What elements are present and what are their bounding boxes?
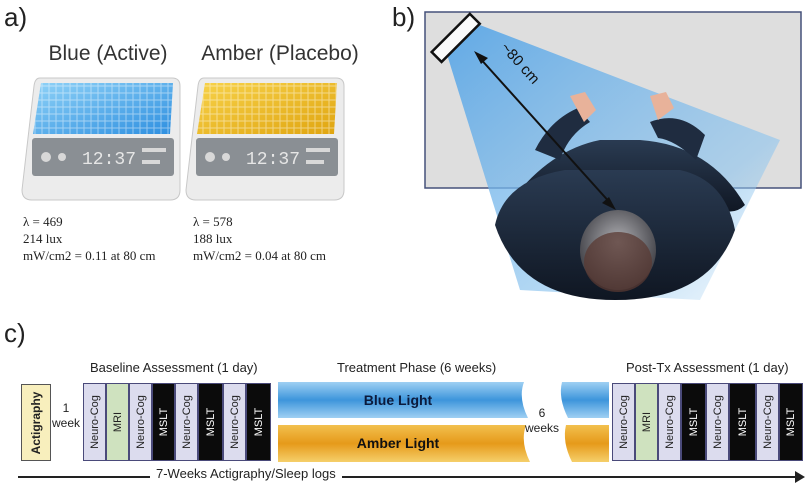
treatment-bars <box>278 382 609 462</box>
actigraphy-arrow-head <box>795 471 805 483</box>
baseline-mslt-2: MSLT <box>198 383 223 461</box>
baseline-neuro-cog-4: Neuro-Cog <box>223 383 246 461</box>
light-devices-illustration: 12:37 12:37 <box>21 77 345 201</box>
blue-light-bar: Blue Light <box>278 383 518 420</box>
amber-bar-right <box>564 425 609 462</box>
post-mri: MRI <box>635 383 658 461</box>
post-neuro-cog-2: Neuro-Cog <box>658 383 681 461</box>
amber-bar-left <box>278 425 530 462</box>
baseline-mri: MRI <box>106 383 129 461</box>
amber-wavelength: λ = 578 <box>193 214 233 229</box>
baseline-header: Baseline Assessment (1 day) <box>90 360 258 375</box>
one-week-unit: week <box>52 416 81 430</box>
amber-light-label: Amber Light <box>356 435 440 451</box>
actigraphy-box: Actigraphy <box>21 384 51 461</box>
blue-device-specs: λ = 469 214 lux mW/cm2 = 0.11 at 80 cm <box>23 213 156 264</box>
six-weeks-number: 6 <box>538 406 546 420</box>
blue-device-title: Blue (Active) <box>48 42 168 65</box>
six-weeks-unit: weeks <box>524 421 559 435</box>
actigraphy-footer-label: 7-Weeks Actigraphy/Sleep logs <box>150 466 342 481</box>
baseline-neuro-cog-3: Neuro-Cog <box>175 383 198 461</box>
room-setup-illustration: ~80 cm <box>424 11 802 300</box>
blue-bar-left <box>278 382 528 418</box>
post-mslt-1: MSLT <box>681 383 706 461</box>
baseline-neuro-cog-1: Neuro-Cog <box>83 383 106 461</box>
blue-device-clock: 12:37 <box>82 150 136 170</box>
amber-light-device: 12:37 <box>185 77 345 201</box>
post-mslt-3: MSLT <box>779 383 803 461</box>
one-week-gap: 1 week <box>52 401 80 431</box>
amber-device-clock: 12:37 <box>246 150 300 170</box>
light-fixture <box>429 12 482 64</box>
one-week-number: 1 <box>62 401 70 415</box>
post-neuro-cog-4: Neuro-Cog <box>756 383 779 461</box>
blue-light-device: 12:37 <box>21 77 181 201</box>
amber-device-title: Amber (Placebo) <box>201 42 359 65</box>
post-mslt-2: MSLT <box>729 383 756 461</box>
actigraphy-label: Actigraphy <box>29 391 43 454</box>
distance-arrow <box>477 55 613 206</box>
amber-lux: 188 lux <box>193 231 233 246</box>
panel-a-label: a) <box>4 2 28 32</box>
amber-irradiance: mW/cm2 = 0.04 at 80 cm <box>193 248 326 263</box>
post-neuro-cog-3: Neuro-Cog <box>706 383 729 461</box>
panel-c-label: c) <box>4 318 26 348</box>
blue-lux: 214 lux <box>23 231 63 246</box>
person <box>495 92 745 300</box>
baseline-mslt-3: MSLT <box>246 383 271 461</box>
actigraphy-arrow-line <box>18 476 802 478</box>
amber-device-specs: λ = 578 188 lux mW/cm2 = 0.04 at 80 cm <box>193 213 326 264</box>
baseline-neuro-cog-2: Neuro-Cog <box>129 383 152 461</box>
blue-wavelength: λ = 469 <box>23 214 63 229</box>
blue-irradiance: mW/cm2 = 0.11 at 80 cm <box>23 248 156 263</box>
blue-light-label: Blue Light <box>363 392 433 408</box>
amber-light-bar: Amber Light <box>278 426 518 463</box>
panel-b-label: b) <box>392 2 416 32</box>
treatment-header: Treatment Phase (6 weeks) <box>337 360 497 375</box>
six-weeks-gap: 6 weeks <box>520 406 564 436</box>
blue-bar-right <box>560 382 609 418</box>
post-neuro-cog-1: Neuro-Cog <box>612 383 635 461</box>
post-header: Post-Tx Assessment (1 day) <box>626 360 789 375</box>
baseline-mslt-1: MSLT <box>152 383 175 461</box>
